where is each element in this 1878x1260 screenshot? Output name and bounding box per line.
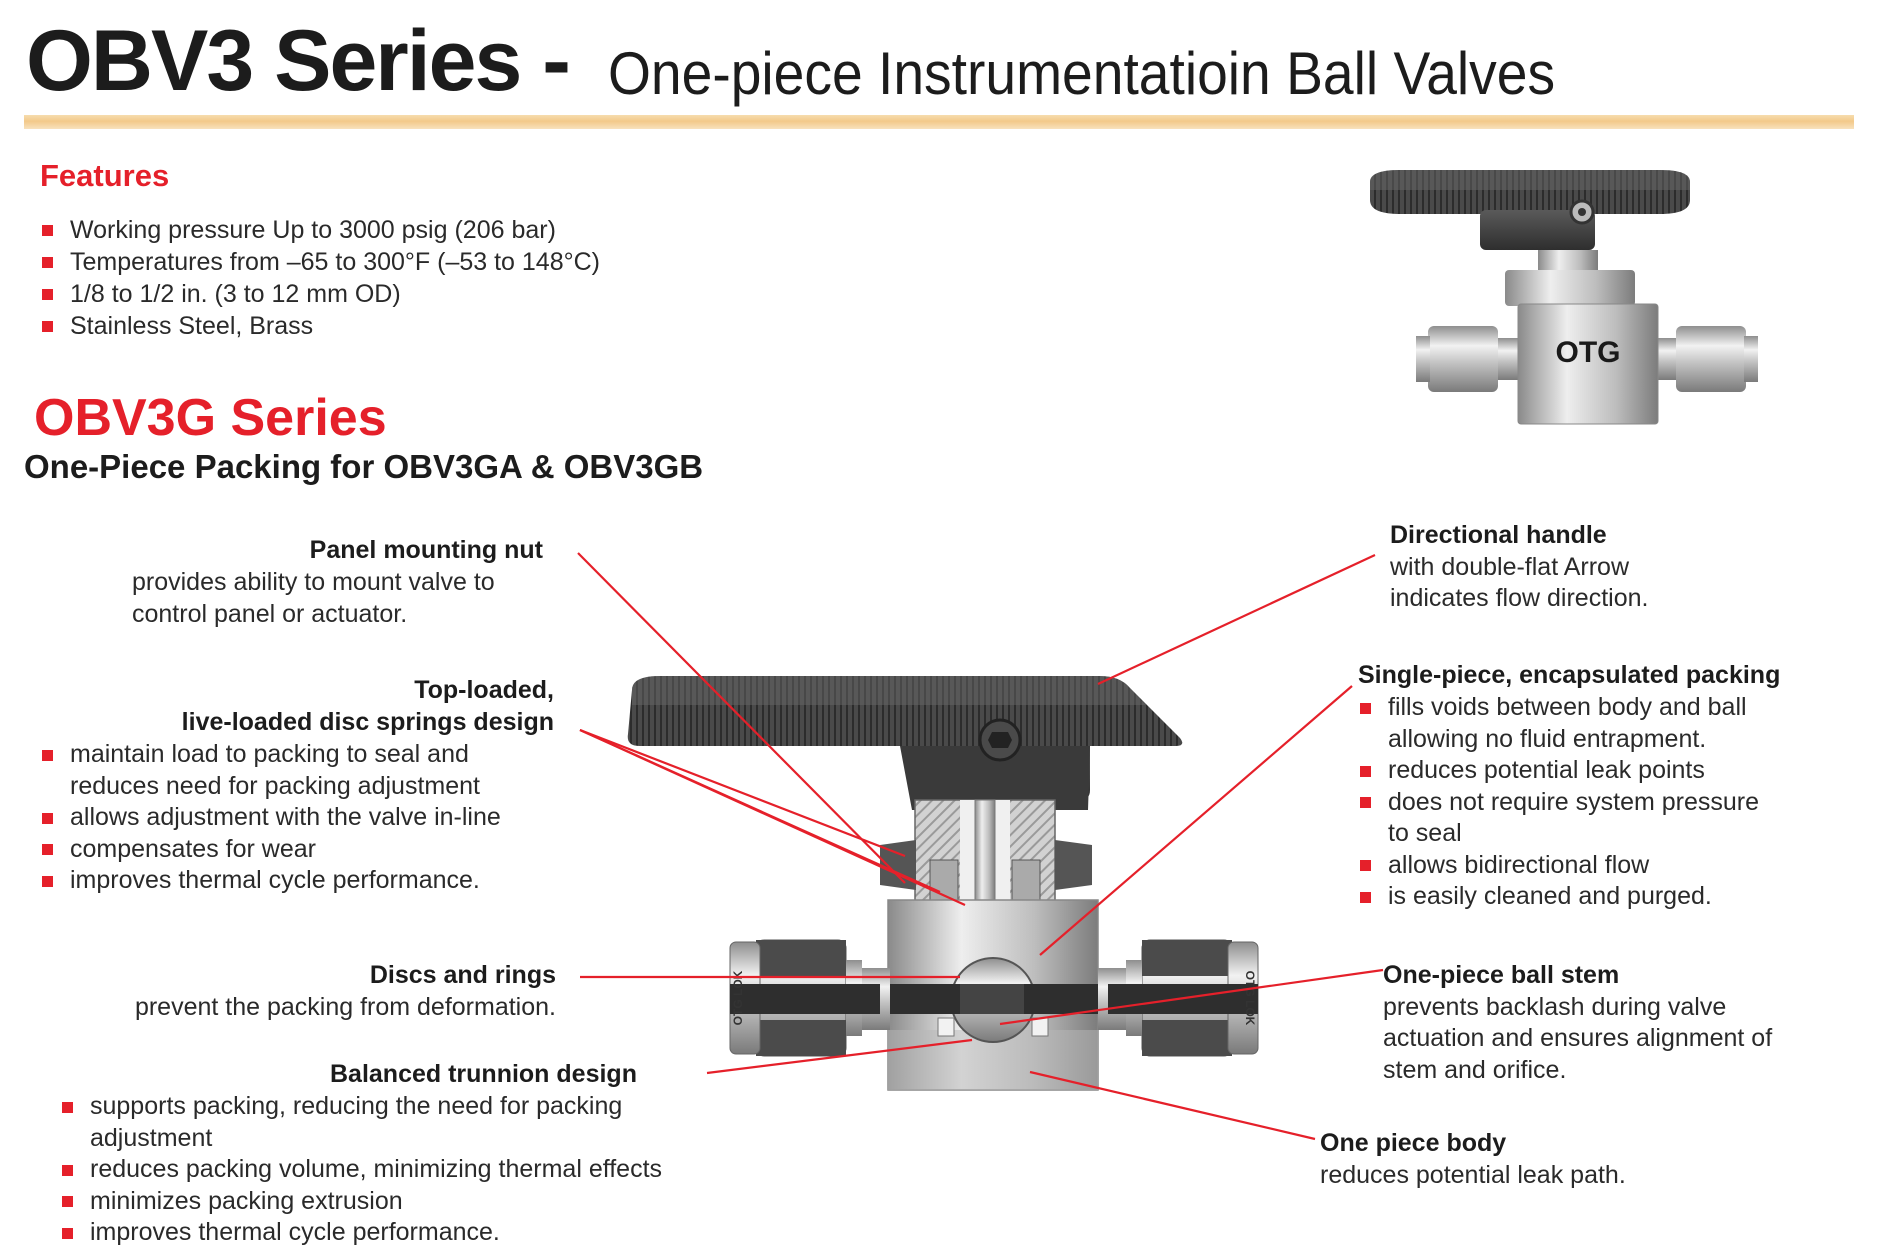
callout-title: Single-piece, encapsulated packing bbox=[1358, 661, 1781, 689]
list-item: allows adjustment with the valve in-line bbox=[40, 802, 501, 834]
callout-trunnion-list: supports packing, reducing the need for … bbox=[60, 1091, 662, 1249]
list-item: Temperatures from –65 to 300°F (–53 to 1… bbox=[40, 246, 600, 278]
callout-disc-springs: Top-loaded, live-loaded disc springs des… bbox=[182, 675, 554, 738]
list-item: reduces potential leak points bbox=[1358, 755, 1759, 787]
list-item: improves thermal cycle performance. bbox=[40, 865, 501, 897]
list-item: reduces packing volume, minimizing therm… bbox=[60, 1154, 662, 1186]
list-item: compensates for wear bbox=[40, 834, 501, 866]
header-rule bbox=[24, 115, 1854, 129]
page-title: OBV3 Series - bbox=[26, 13, 571, 109]
callout-title: One-piece ball stem bbox=[1383, 961, 1620, 989]
callout-title: Directional handle bbox=[1390, 521, 1607, 549]
list-item: 1/8 to 1/2 in. (3 to 12 mm OD) bbox=[40, 278, 600, 310]
callout-discs-rings: Discs and rings prevent the packing from… bbox=[135, 960, 556, 1023]
callout-title: Discs and rings bbox=[369, 961, 556, 989]
callout-trunnion: Balanced trunnion design bbox=[330, 1059, 637, 1091]
list-item: minimizes packing extrusion bbox=[60, 1186, 662, 1218]
callout-handle: Directional handle with double-flat Arro… bbox=[1390, 520, 1648, 615]
series-subtitle: One-Piece Packing for OBV3GA & OBV3GB bbox=[24, 448, 704, 485]
callout-title: live-loaded disc springs design bbox=[181, 707, 554, 736]
callout-text: stem and orifice. bbox=[1383, 1055, 1567, 1084]
callout-text: with double-flat Arrow bbox=[1390, 552, 1630, 581]
fitting-marking-left: OTG LOK bbox=[731, 970, 745, 1025]
features-list: Working pressure Up to 3000 psig (206 ba… bbox=[40, 214, 600, 342]
page-subtitle: One-piece Instrumentatioin Ball Valves bbox=[608, 40, 1556, 107]
list-item: is easily cleaned and purged. bbox=[1358, 881, 1759, 913]
product-photo bbox=[1370, 170, 1758, 425]
callout-text: actuation and ensures alignment of bbox=[1383, 1024, 1773, 1052]
callout-panel-nut: Panel mounting nut bbox=[310, 535, 543, 567]
callout-title: Panel mounting nut bbox=[309, 536, 543, 564]
callout-text: prevents backlash during valve bbox=[1383, 992, 1727, 1021]
callout-packing: Single-piece, encapsulated packing bbox=[1358, 660, 1780, 692]
callout-text: provides ability to mount valve to bbox=[132, 568, 495, 596]
series-title: OBV3G Series bbox=[34, 389, 387, 447]
list-item: allows bidirectional flow bbox=[1358, 850, 1759, 882]
callout-title: One piece body bbox=[1320, 1129, 1507, 1157]
valve-cutaway-diagram: OTG LOK OTG LOK bbox=[627, 676, 1259, 1091]
callout-text: indicates flow direction. bbox=[1390, 584, 1649, 612]
callout-text: control panel or actuator. bbox=[132, 599, 408, 628]
callout-panel-nut-desc: provides ability to mount valve to contr… bbox=[132, 567, 495, 630]
list-item: Working pressure Up to 3000 psig (206 ba… bbox=[40, 214, 600, 246]
leader-lines bbox=[577, 552, 1384, 1141]
callout-ball-stem: One-piece ball stem prevents backlash du… bbox=[1383, 960, 1772, 1086]
callout-text: reduces potential leak path. bbox=[1320, 1160, 1626, 1189]
list-item: Stainless Steel, Brass bbox=[40, 310, 600, 342]
list-item: improves thermal cycle performance. bbox=[60, 1217, 662, 1249]
callout-body: One piece body reduces potential leak pa… bbox=[1320, 1128, 1626, 1191]
callout-title: Top-loaded, bbox=[414, 676, 554, 704]
callout-text: prevent the packing from deformation. bbox=[134, 992, 556, 1021]
callout-title: Balanced trunnion design bbox=[330, 1060, 637, 1088]
list-item: supports packing, reducing the need for … bbox=[60, 1091, 662, 1154]
features-heading: Features bbox=[40, 158, 170, 193]
fitting-marking-right: OTG LOK bbox=[1243, 971, 1257, 1026]
brand-label: OTG bbox=[1556, 336, 1621, 369]
